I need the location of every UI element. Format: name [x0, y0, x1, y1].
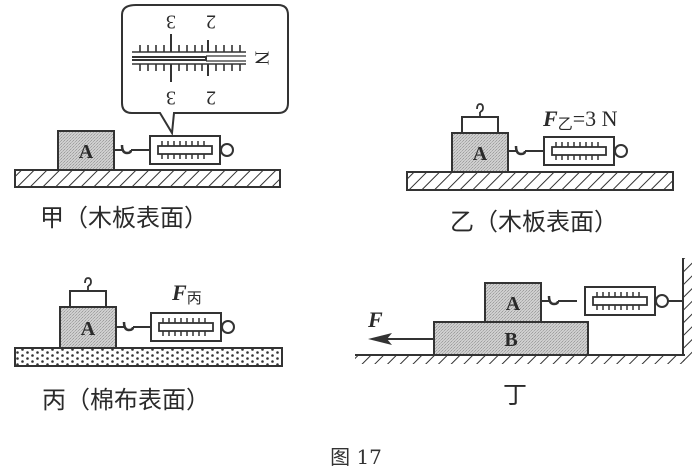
figure-caption: 图 17 — [330, 445, 382, 469]
scale-top-label-2: 2 — [206, 10, 216, 32]
wood-board — [406, 171, 674, 191]
hook-icon — [114, 320, 154, 332]
panel-ding: B A F 丁 — [355, 258, 692, 409]
weight-icon — [461, 103, 499, 134]
force-label: F丙 — [171, 280, 202, 307]
panel-caption: 乙（木板表面） — [450, 208, 618, 236]
block-a-label: A — [79, 141, 94, 163]
spring-scale-icon — [543, 136, 628, 166]
panel-caption: 丁 — [503, 381, 527, 409]
force-arrow — [368, 333, 434, 345]
panel-yi: A F乙=3 N 乙（木板表面） — [406, 103, 674, 236]
spring-scale-icon — [150, 312, 235, 342]
block-a: A — [451, 132, 509, 173]
ground — [355, 354, 685, 364]
scale-bottom-label-2: 2 — [206, 86, 216, 108]
block-a-label: A — [506, 293, 521, 315]
scale-top-label-3: 3 — [166, 10, 176, 32]
block-b: B — [433, 321, 589, 356]
block-a: A — [59, 306, 117, 349]
block-a-label: A — [473, 143, 488, 165]
wood-board — [14, 169, 281, 188]
panel-jia: 3 2 3 2 N A 甲（木板表面） — [14, 4, 289, 232]
force-label: F — [367, 307, 383, 332]
spring-scale-icon — [149, 135, 234, 165]
scale-bottom-label-3: 3 — [166, 86, 176, 108]
block-b-label: B — [504, 329, 517, 351]
panel-caption: 甲（木板表面） — [40, 204, 208, 232]
weight-icon — [69, 277, 107, 308]
scale-unit-label: N — [250, 51, 272, 65]
callout-bubble: 3 2 3 2 N — [121, 4, 289, 137]
block-a: A — [484, 282, 542, 323]
cotton-cloth-board — [14, 347, 283, 367]
panel-caption: 丙（棉布表面） — [42, 386, 210, 414]
wall — [682, 258, 692, 364]
hook-icon — [539, 294, 579, 306]
spring-scale-icon — [584, 286, 669, 316]
block-a: A — [57, 130, 115, 171]
hook-icon — [506, 144, 546, 156]
block-a-label: A — [81, 318, 96, 340]
scale-reading-detail — [132, 34, 246, 82]
force-label: F乙=3 N — [542, 106, 618, 133]
hook-icon — [112, 143, 152, 155]
panel-bing: A F丙 丙（棉布表面） — [14, 277, 283, 414]
